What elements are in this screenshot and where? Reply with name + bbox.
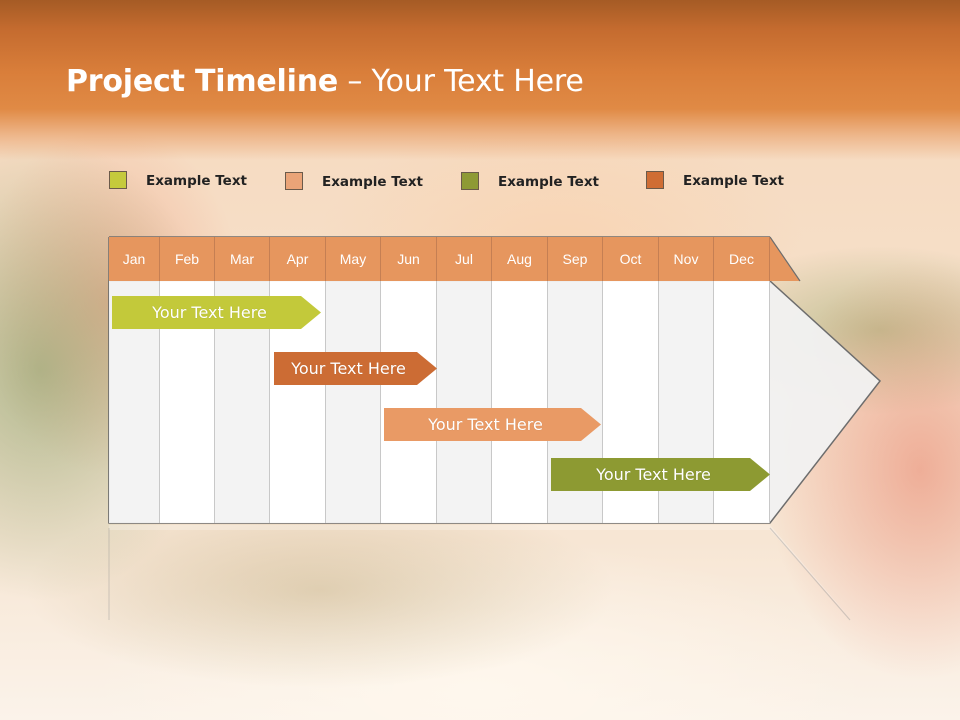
month-column-may (326, 281, 381, 523)
reflection-slope (769, 527, 851, 621)
month-header-mar: Mar (215, 237, 270, 281)
slide-title: Project Timeline – Your Text Here (66, 60, 584, 104)
legend-swatch-2 (285, 172, 303, 190)
arrow-reflection (109, 525, 850, 618)
legend-label-2: Example Text (322, 174, 423, 190)
legend-label-4: Example Text (683, 173, 784, 189)
legend-swatch-3 (461, 172, 479, 190)
legend-label-3: Example Text (498, 174, 599, 190)
task-bar-2[interactable]: Your Text Here (274, 352, 437, 385)
month-header-nov: Nov (659, 237, 714, 281)
legend-label-1: Example Text (146, 173, 247, 189)
month-header-oct: Oct (603, 237, 659, 281)
month-header-jul: Jul (437, 237, 492, 281)
month-header-aug: Aug (492, 237, 548, 281)
task-label-4: Your Text Here (596, 465, 711, 484)
task-bar-1[interactable]: Your Text Here (112, 296, 321, 329)
title-banner (0, 0, 960, 160)
arrow-top-slope (769, 236, 801, 282)
month-header-apr: Apr (270, 237, 326, 281)
task-label-3: Your Text Here (428, 415, 543, 434)
month-header-sep: Sep (548, 237, 603, 281)
title-regular-part: – Your Text Here (338, 64, 584, 99)
month-column-jul (437, 281, 492, 523)
task-label-1: Your Text Here (152, 303, 267, 322)
month-column-aug (492, 281, 548, 523)
month-column-jun (381, 281, 437, 523)
month-header-dec: Dec (714, 237, 770, 281)
month-header-jan: Jan (109, 237, 160, 281)
task-bar-4[interactable]: Your Text Here (551, 458, 770, 491)
legend-swatch-1 (109, 171, 127, 189)
legend-swatch-4 (646, 171, 664, 189)
task-label-2: Your Text Here (291, 359, 406, 378)
title-bold-part: Project Timeline (66, 64, 339, 99)
task-bar-3[interactable]: Your Text Here (384, 408, 601, 441)
month-header-jun: Jun (381, 237, 437, 281)
month-header-feb: Feb (160, 237, 215, 281)
month-header-may: May (326, 237, 381, 281)
